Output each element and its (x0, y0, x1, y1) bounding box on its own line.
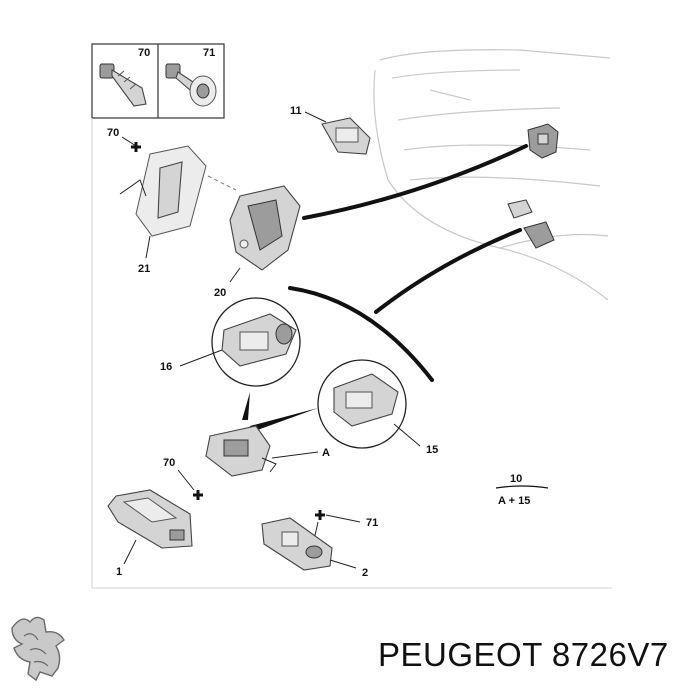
label-lower-clip-71: 71 (366, 517, 378, 529)
label-21: 21 (138, 263, 150, 275)
bumper-lock-icon (527, 123, 559, 159)
label-2: 2 (362, 567, 368, 579)
bumper-switch-icon (507, 199, 555, 249)
label-16: 16 (160, 361, 172, 373)
legend: 10 A + 15 (495, 473, 549, 507)
legend-top: 10 (510, 473, 522, 485)
label-11: 11 (290, 105, 302, 117)
brand-name: PEUGEOT 8726V7 (378, 636, 669, 673)
motor-1-icon (107, 489, 193, 549)
connector-a-icon (205, 425, 277, 477)
label-lower-clip-70: 70 (163, 457, 175, 469)
screw-70-icon (99, 63, 147, 107)
label-1: 1 (116, 566, 122, 578)
pointer-wedge-16 (242, 392, 250, 420)
lower-clip-plus-icon (193, 490, 203, 500)
label-bracket-clip-70: 70 (107, 127, 119, 139)
bracket-21-icon (119, 145, 207, 237)
label-screw-70: 70 (138, 47, 150, 59)
bumper-outline (373, 49, 611, 301)
screw-71-icon (165, 63, 217, 107)
connector-16-icon (221, 313, 297, 367)
legend-bottom: A + 15 (498, 495, 530, 507)
pointer-line-lower (288, 286, 434, 382)
pointer-line-upper (302, 144, 528, 220)
switch-11-icon (321, 117, 371, 155)
label-screw-71: 71 (203, 47, 215, 59)
lock-housing-20-icon (229, 185, 301, 271)
label-20: 20 (214, 287, 226, 299)
pointer-line-switch (374, 228, 522, 314)
pointer-wedge-15 (250, 408, 318, 432)
label-15: 15 (426, 444, 438, 456)
screw-box: 70 71 (91, 43, 225, 119)
handle-2-icon (261, 517, 333, 571)
connector-15-icon (333, 373, 399, 427)
clip-plus-icon (131, 142, 141, 152)
label-a: A (322, 447, 330, 459)
lower-clip-71-plus-icon (315, 510, 325, 520)
peugeot-lion-logo-icon (11, 616, 65, 682)
